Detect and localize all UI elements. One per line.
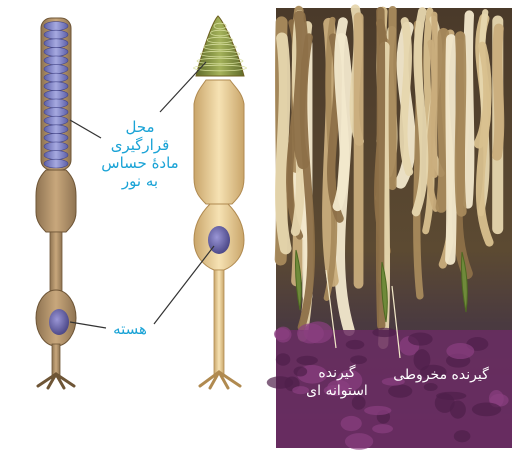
micrograph-cell: [408, 332, 433, 345]
rod-synaptic-terminal: [38, 374, 74, 388]
rod-disk: [44, 22, 68, 31]
micrograph-cell: [350, 355, 367, 364]
micrograph-cell: [275, 327, 292, 343]
photosensitive-site-line: مادهٔ حساس: [92, 154, 188, 172]
micrograph-cell: [364, 406, 391, 415]
nucleus-label: هسته: [104, 320, 156, 338]
micrograph-cell: [424, 383, 438, 391]
rod-disk: [44, 151, 68, 160]
micrograph-cell: [341, 416, 362, 431]
micrograph-fiber: [497, 29, 499, 156]
rod-disk-stack: [44, 22, 68, 168]
rod-disk: [44, 65, 68, 74]
rod-receptor-line: استوانه ای: [296, 382, 378, 400]
micrograph-fiber: [299, 16, 304, 163]
micrograph-cell: [345, 433, 373, 450]
rod-nucleus: [49, 309, 69, 335]
photosensitive-site-line: قرارگیری: [92, 136, 188, 154]
rod-receptor-line: گیرنده: [296, 364, 378, 382]
micrograph-fiber: [450, 39, 451, 259]
micrograph-cell: [372, 424, 393, 433]
cone-cell-illustration: [194, 16, 247, 388]
rod-inner-segment: [36, 170, 76, 232]
micrograph-cell: [297, 323, 324, 343]
micrograph-cell: [472, 402, 501, 416]
micrograph-fiber: [403, 21, 409, 172]
micrograph-cell: [446, 343, 474, 359]
micrograph-fiber: [281, 38, 286, 248]
rod-disk: [44, 30, 68, 39]
rod-disk: [44, 108, 68, 117]
cone-outer-segment: [196, 16, 244, 76]
rod-disk: [44, 142, 68, 151]
micrograph-fiber: [441, 34, 444, 208]
micrograph-cell: [372, 328, 396, 337]
rod-disk: [44, 82, 68, 91]
rod-disk: [44, 116, 68, 125]
rod-disk: [44, 159, 68, 168]
rod-neck: [50, 232, 62, 292]
micrograph-cell: [346, 340, 365, 349]
photosensitive-site-label: محل قرارگیری مادهٔ حساس به نور: [92, 118, 188, 190]
cone-axon: [214, 270, 224, 374]
rod-disk: [44, 125, 68, 134]
rod-receptor-label: گیرنده استوانه ای: [296, 364, 378, 400]
micrograph-fiber: [434, 15, 435, 175]
micrograph-fiber: [468, 15, 470, 204]
cone-inner-segment: [194, 80, 244, 204]
rod-cell-illustration: [36, 18, 76, 388]
rod-disk: [44, 47, 68, 56]
rod-disk: [44, 39, 68, 48]
cone-receptor-label: گیرنده مخروطی: [378, 366, 504, 384]
rod-axon: [52, 344, 60, 376]
micrograph-cell: [276, 353, 290, 366]
pointer-line-cone-nucleus: [154, 246, 214, 324]
rod-disk: [44, 90, 68, 99]
micrograph-cell: [454, 430, 471, 442]
rod-disk: [44, 133, 68, 142]
micrograph-cell: [388, 384, 412, 397]
micrograph-fiber: [460, 36, 462, 211]
micrograph-cell: [435, 393, 455, 413]
micrograph-cell: [267, 376, 293, 388]
rod-disk: [44, 73, 68, 82]
photosensitive-site-line: محل: [92, 118, 188, 136]
rod-disk: [44, 56, 68, 65]
photosensitive-site-line: به نور: [92, 172, 188, 190]
cone-synaptic-terminal: [200, 372, 240, 388]
rod-disk: [44, 99, 68, 108]
